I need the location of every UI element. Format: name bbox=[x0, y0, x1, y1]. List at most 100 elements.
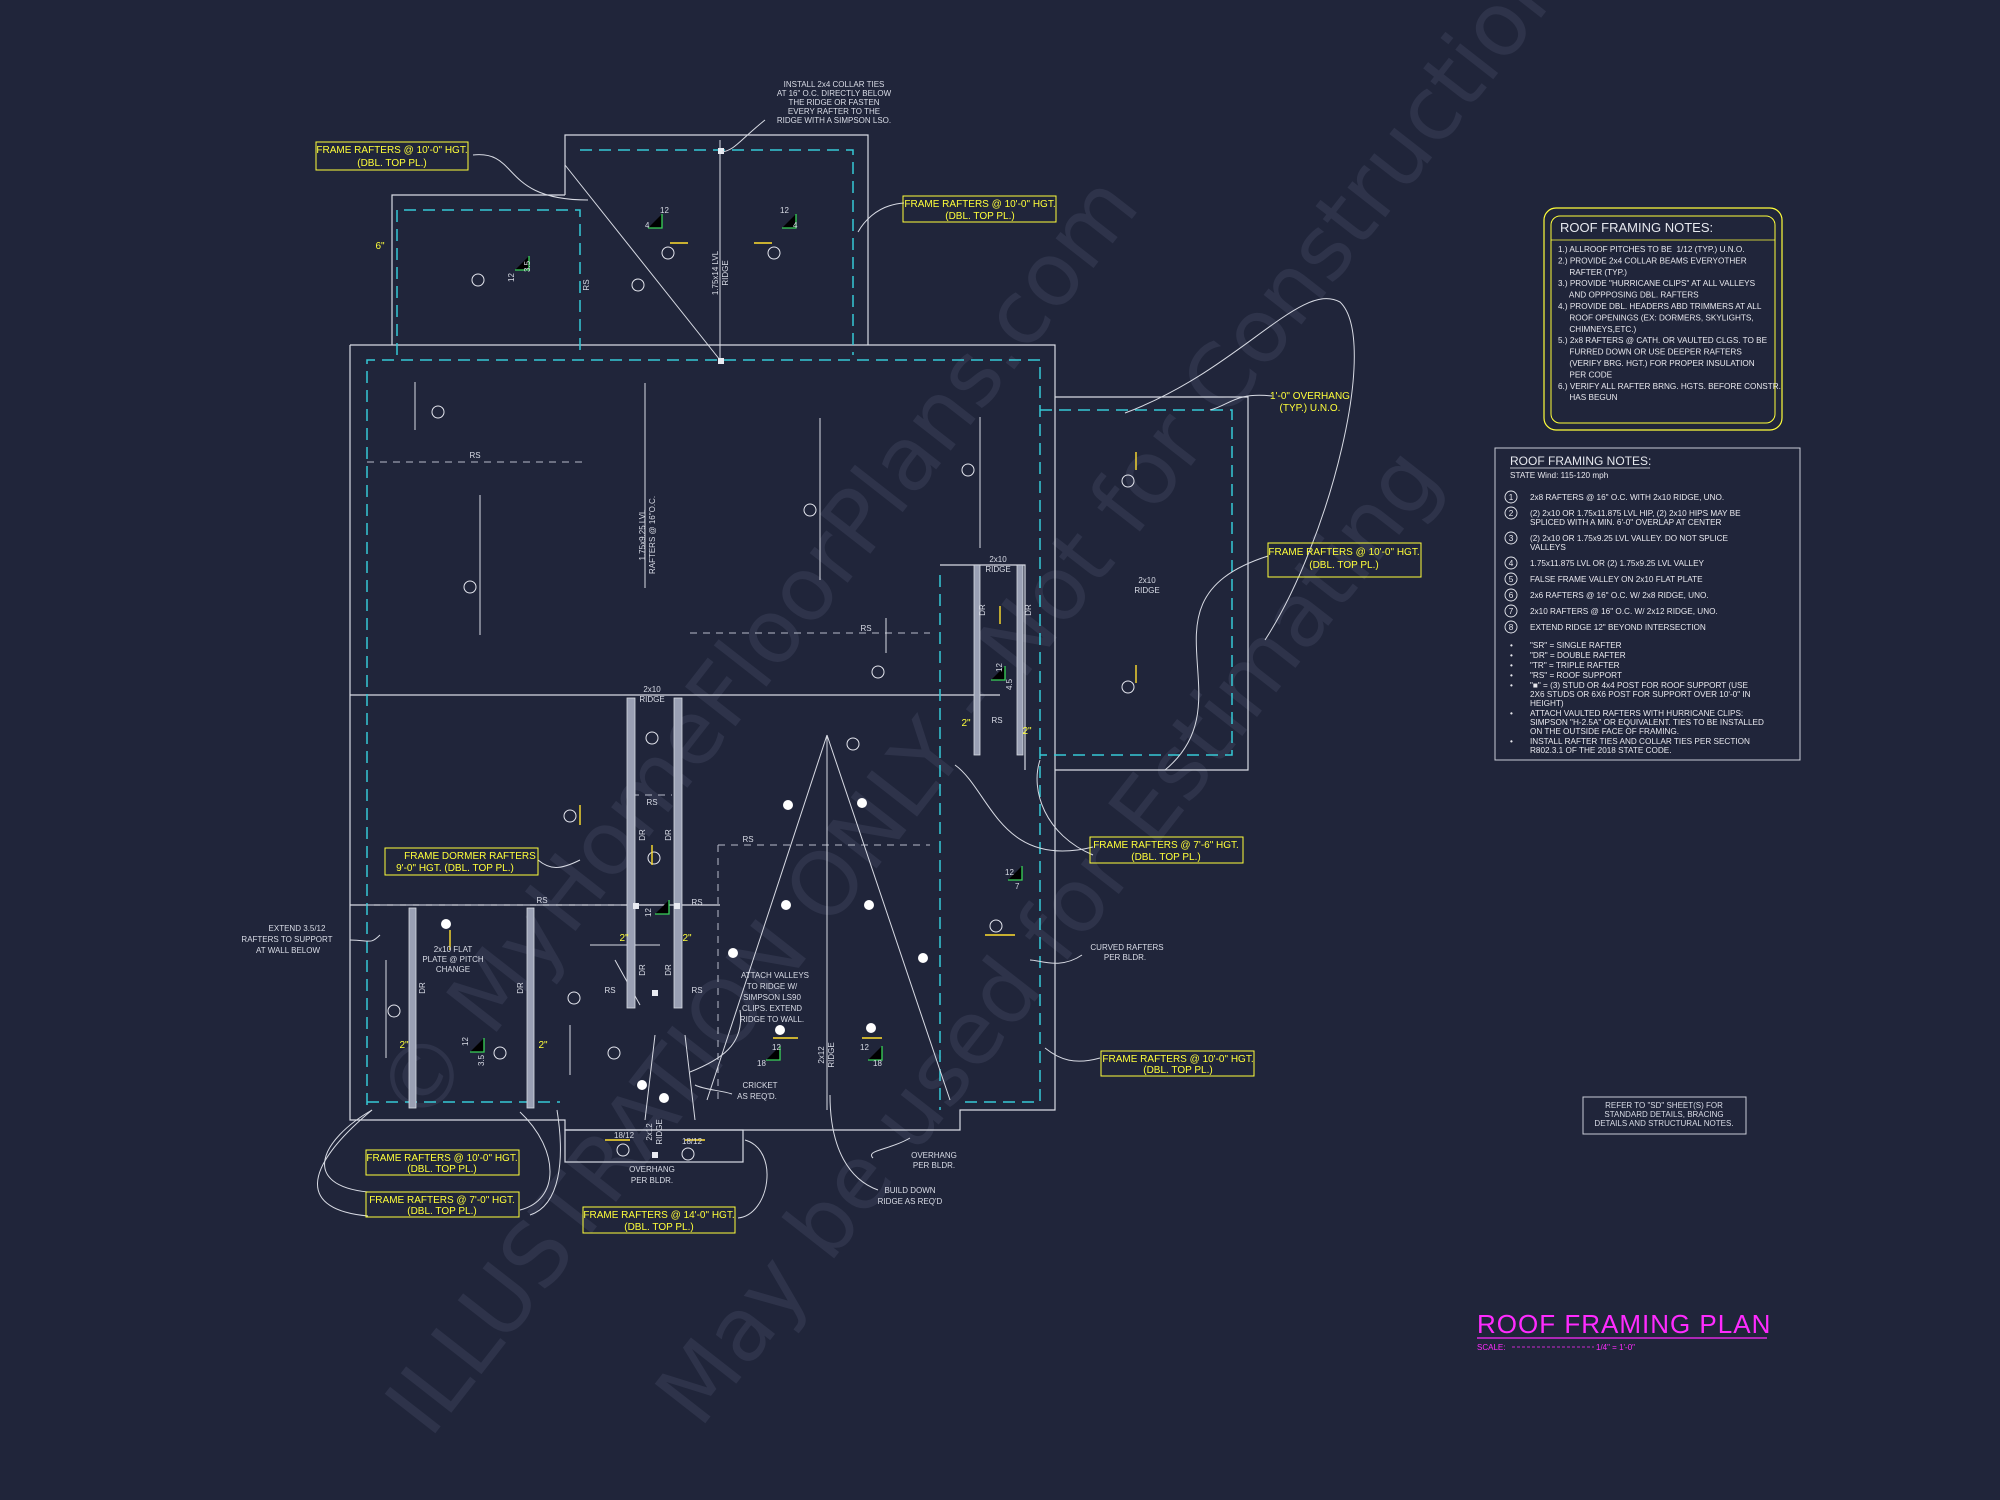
note-number: 1 bbox=[1509, 493, 1514, 502]
scale-value: 1/4" = 1'-0" bbox=[1596, 1343, 1635, 1352]
pitch-value: 12 bbox=[995, 663, 1004, 672]
callout-top-left-1: FRAME RAFTERS @ 10'-0" HGT. bbox=[316, 145, 467, 156]
pitch-arrows bbox=[449, 242, 1137, 1141]
note-item-text: (2) 2x10 OR 1.75x9.25 LVL VALLEY. DO NOT… bbox=[1530, 534, 1728, 543]
ridge-2x10-a-1: 2x10 bbox=[643, 685, 661, 694]
notes-1-line: 4.) PROVIDE DBL. HEADERS ABD TRIMMERS AT… bbox=[1558, 302, 1762, 311]
note-number: 6 bbox=[1509, 591, 1514, 600]
rs-label: RS bbox=[469, 451, 480, 460]
notes-1-line: AND OPPPOSING DBL. RAFTERS bbox=[1558, 291, 1699, 300]
flat-plate-2: PLATE @ PITCH bbox=[422, 955, 484, 964]
rs-label: RS bbox=[742, 835, 753, 844]
note-item-text: 2x8 RAFTERS @ 16" O.C. WITH 2x10 RIDGE, … bbox=[1530, 493, 1724, 502]
notes-1-line: CHIMNEYS,ETC.) bbox=[1558, 325, 1637, 334]
note-bullet: • bbox=[1510, 709, 1513, 718]
pitch-value: 12 bbox=[644, 908, 653, 917]
overhang-bldr-a-2: PER BLDR. bbox=[631, 1176, 673, 1185]
notes-2-heading: ROOF FRAMING NOTES: bbox=[1510, 454, 1651, 468]
notes-1-line: FURRED DOWN OR USE DEEPER RAFTERS bbox=[1558, 348, 1742, 357]
pitch-value: 18 bbox=[757, 1059, 766, 1068]
rs-label: RS bbox=[536, 896, 547, 905]
dr-label: DR bbox=[638, 829, 647, 841]
two-inch-label: 2" bbox=[682, 933, 692, 944]
notes-2-subheading: STATE Wind: 115-120 mph bbox=[1510, 471, 1609, 480]
rs-label: RS bbox=[691, 898, 702, 907]
note-number: 7 bbox=[1509, 607, 1514, 616]
refer-note-box: REFER TO "SD" SHEET(S) FOR STANDARD DETA… bbox=[1582, 1096, 1747, 1135]
note-item-text: (2) 2x10 OR 1.75x11.875 LVL HIP, (2) 2x1… bbox=[1530, 509, 1741, 518]
pitch-value: 18/12 bbox=[614, 1131, 635, 1140]
extend-note-2: RAFTERS TO SUPPORT bbox=[241, 935, 332, 944]
collar-line-4: EVERY RAFTER TO THE bbox=[788, 107, 880, 116]
dr-label: DR bbox=[516, 982, 525, 994]
notes-1-line: ROOF OPENINGS (EX: DORMERS, SKYLIGHTS, bbox=[1558, 313, 1754, 322]
overhang-bldr-a-1: OVERHANG bbox=[629, 1165, 675, 1174]
rs-label: RS bbox=[860, 624, 871, 633]
ridge-2x10-b-1: 2x10 bbox=[989, 555, 1007, 564]
callout-right-2: (DBL. TOP PL.) bbox=[1309, 560, 1378, 571]
roof-framing-notes-general: ROOF FRAMING NOTES: 1.) ALLROOF PITCHES … bbox=[1543, 207, 1783, 431]
note-bullet: • bbox=[1510, 681, 1513, 690]
pitch-value: 4 bbox=[645, 221, 650, 230]
note-number: 8 bbox=[1509, 623, 1514, 632]
flat-plate-1: 2x10 FLAT bbox=[434, 945, 473, 954]
pitch-value: 12 bbox=[660, 206, 669, 215]
notes-2-items: 1 2x8 RAFTERS @ 16" O.C. WITH 2x10 RIDGE,… bbox=[1504, 490, 1741, 634]
callout-bottom-3-line-2: (DBL. TOP PL.) bbox=[624, 1222, 693, 1233]
note-number-circle bbox=[1504, 556, 1518, 570]
pitch-value: 7 bbox=[1015, 882, 1020, 891]
attach-valleys-5: RIDGE TO WALL. bbox=[740, 1015, 804, 1024]
dr-label: DR bbox=[418, 982, 427, 994]
lvl-ridge-2: RIDGE bbox=[721, 260, 730, 285]
pitch-value: 18 bbox=[873, 1059, 882, 1068]
overhang-bldr-b-2: PER BLDR. bbox=[913, 1161, 955, 1170]
note-number: 4 bbox=[1509, 559, 1514, 568]
callout-bottom-2-line-1: FRAME RAFTERS @ 7'-0" HGT. bbox=[369, 1195, 515, 1206]
callout-top-left-2: (DBL. TOP PL.) bbox=[357, 158, 426, 169]
pitch-value: 3.5 bbox=[477, 1054, 486, 1066]
note-number-circle bbox=[1504, 506, 1518, 520]
note-bullet-text: ON THE OUTSIDE FACE OF FRAMING. bbox=[1530, 727, 1679, 736]
attach-valleys-4: CLIPS. EXTEND bbox=[742, 1004, 802, 1013]
note-number-circle bbox=[1504, 604, 1518, 618]
note-bullet-text: "DR" = DOUBLE RAFTER bbox=[1530, 651, 1626, 660]
rafter-type-markers bbox=[387, 246, 1135, 1161]
callout-low-right-1: FRAME RAFTERS @ 10'-0" HGT. bbox=[1102, 1054, 1253, 1065]
pitch-value: 3.5 bbox=[523, 260, 532, 272]
two-inch-label: 2" bbox=[399, 1040, 409, 1051]
callout-top-mid-1: FRAME RAFTERS @ 10'-0" HGT. bbox=[904, 199, 1055, 210]
roof-framing-notes-structural: ROOF FRAMING NOTES: STATE Wind: 115-120 … bbox=[1494, 447, 1801, 761]
note-item-text: 1.75x11.875 LVL OR (2) 1.75x9.25 LVL VAL… bbox=[1530, 559, 1705, 568]
support-markers bbox=[441, 798, 928, 1103]
note-number-circle bbox=[1504, 531, 1518, 545]
note-item-text: 2x10 RAFTERS @ 16" O.C. W/ 2x12 RIDGE, U… bbox=[1530, 607, 1718, 616]
note-bullet-text: SIMPSON "H-2.5A" OR EQUIVALENT. TIES TO … bbox=[1530, 718, 1764, 727]
rs-label: RS bbox=[582, 279, 591, 290]
callout-labels: FRAME RAFTERS @ 10'-0" HGT. (DBL. TOP PL… bbox=[316, 145, 1419, 1233]
callout-right-1: FRAME RAFTERS @ 10'-0" HGT. bbox=[1268, 547, 1419, 558]
leader-lines bbox=[317, 119, 1355, 1219]
note-bullet: • bbox=[1510, 737, 1513, 746]
six-inch-label: 6" bbox=[375, 241, 385, 252]
note-item-text: FALSE FRAME VALLEY ON 2x10 FLAT PLATE bbox=[1530, 575, 1703, 584]
note-bullet-text: ATTACH VAULTED RAFTERS WITH HURRICANE CL… bbox=[1530, 709, 1743, 718]
curved-rafters-1: CURVED RAFTERS bbox=[1090, 943, 1163, 952]
cricket-1: CRICKET bbox=[742, 1081, 777, 1090]
note-bullet-text: "RS" = ROOF SUPPORT bbox=[1530, 671, 1622, 680]
note-item-text: 2x6 RAFTERS @ 16" O.C. W/ 2x8 RIDGE, UNO… bbox=[1530, 591, 1709, 600]
rs-label: RS bbox=[604, 986, 615, 995]
two-inch-label: 2" bbox=[961, 718, 971, 729]
note-bullet-text: INSTALL RAFTER TIES AND COLLAR TIES PER … bbox=[1530, 737, 1750, 746]
extend-note-1: EXTEND 3.5/12 bbox=[269, 924, 326, 933]
callout-dormer-2: 9'-0" HGT. (DBL. TOP PL.) bbox=[396, 863, 514, 874]
pitch-value: 4 bbox=[793, 221, 798, 230]
callout-mid-right-1: FRAME RAFTERS @ 7'-6" HGT. bbox=[1093, 840, 1239, 851]
notes-1-line: 2.) PROVIDE 2x4 COLLAR BEAMS EVERYOTHER bbox=[1558, 256, 1747, 265]
two-inch-label: 2" bbox=[1022, 726, 1032, 737]
overhang-note-1: 1'-0" OVERHANG bbox=[1270, 391, 1350, 402]
callout-dormer-1: FRAME DORMER RAFTERS bbox=[404, 851, 536, 862]
dr-label: DR bbox=[638, 964, 647, 976]
ridge-2x12-a-2: RIDGE bbox=[827, 1042, 836, 1067]
note-bullet: • bbox=[1510, 661, 1513, 670]
